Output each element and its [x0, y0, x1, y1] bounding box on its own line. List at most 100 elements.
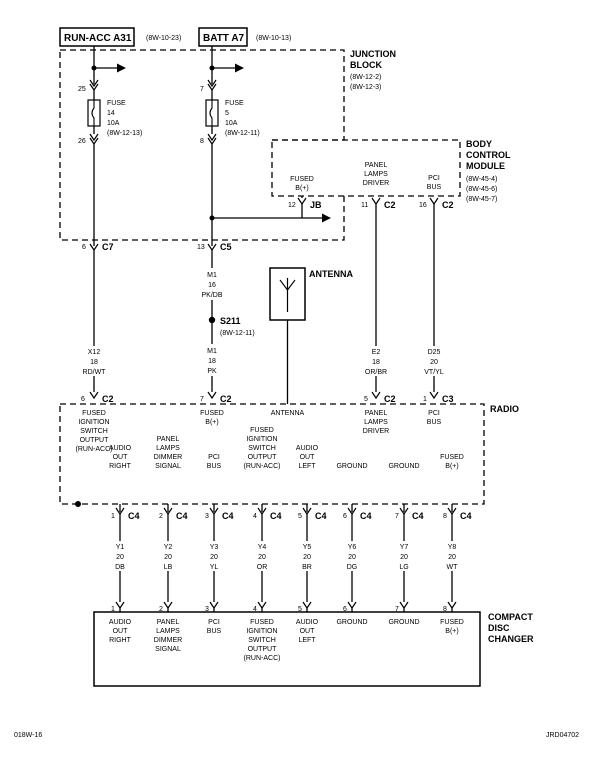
svg-text:Y1: Y1: [116, 544, 125, 551]
svg-text:C3: C3: [442, 394, 454, 404]
svg-text:18: 18: [208, 358, 216, 365]
svg-text:BUS: BUS: [427, 419, 442, 426]
svg-text:JB: JB: [310, 200, 322, 210]
svg-text:(RUN-ACC): (RUN-ACC): [76, 446, 113, 453]
svg-text:(8W-12-11): (8W-12-11): [220, 330, 255, 337]
footer-right-code: JRD04702: [546, 732, 579, 739]
svg-text:PANEL: PANEL: [157, 436, 180, 443]
svg-text:Y2: Y2: [164, 544, 173, 551]
cd-changer-label: COMPACT: [488, 612, 533, 622]
svg-text:(8W-12-11): (8W-12-11): [225, 130, 260, 137]
svg-text:DRIVER: DRIVER: [363, 180, 389, 187]
splice-s211-dot: [208, 316, 216, 324]
fuse-14-circuit: 25 FUSE 14 10A (8W-12-13) 26: [78, 46, 142, 246]
svg-text:LAMPS: LAMPS: [156, 445, 180, 452]
svg-text:4: 4: [253, 513, 257, 520]
radio-pin-c2-5: 5 C2 PANEL LAMPS DRIVER: [363, 391, 396, 435]
svg-text:B(+): B(+): [445, 463, 458, 470]
svg-text:C4: C4: [460, 511, 472, 521]
svg-text:LEFT: LEFT: [298, 463, 316, 470]
svg-text:PCI: PCI: [428, 175, 440, 182]
svg-text:5: 5: [298, 606, 302, 613]
svg-text:FUSED: FUSED: [440, 454, 464, 461]
source-batt: BATT A7 (8W-10-13): [198, 27, 291, 47]
svg-text:7: 7: [395, 606, 399, 613]
radio-antenna-input: ANTENNA: [271, 410, 305, 417]
svg-text:PANEL: PANEL: [365, 162, 388, 169]
svg-text:C4: C4: [222, 511, 234, 521]
svg-text:(8W-10-13): (8W-10-13): [256, 35, 291, 42]
svg-text:OR: OR: [257, 564, 268, 571]
svg-text:RD/WT: RD/WT: [83, 369, 107, 376]
svg-text:11: 11: [361, 202, 368, 209]
svg-text:C4: C4: [176, 511, 188, 521]
svg-text:PK: PK: [207, 368, 217, 375]
svg-text:LEFT: LEFT: [298, 637, 316, 644]
svg-text:7: 7: [395, 513, 399, 520]
svg-text:B(+): B(+): [205, 419, 218, 426]
svg-text:OUT: OUT: [113, 628, 129, 635]
svg-text:16: 16: [419, 202, 427, 209]
svg-text:C4: C4: [412, 511, 424, 521]
svg-text:SIGNAL: SIGNAL: [155, 463, 181, 470]
svg-text:AUDIO: AUDIO: [296, 445, 319, 452]
radio-label: RADIO: [490, 404, 519, 414]
svg-text:PCI: PCI: [428, 410, 440, 417]
svg-text:10A: 10A: [225, 120, 238, 127]
svg-text:6: 6: [343, 513, 347, 520]
svg-text:C2: C2: [442, 200, 454, 210]
wire-m1: M1 16 PK/DB S211 (8W-12-11) M1 18 PK: [198, 250, 255, 392]
svg-text:OUT: OUT: [300, 454, 316, 461]
svg-text:C2: C2: [384, 394, 396, 404]
connector-c5: 13 C5: [197, 242, 232, 252]
svg-text:IGNITION: IGNITION: [246, 628, 277, 635]
svg-text:(8W-45-6): (8W-45-6): [466, 186, 497, 193]
connector-c7: 6 C7: [82, 242, 114, 252]
svg-text:DISC: DISC: [488, 623, 510, 633]
svg-text:GROUND: GROUND: [336, 463, 367, 470]
ground-icon: [75, 501, 81, 507]
svg-text:PK/DB: PK/DB: [201, 292, 222, 299]
svg-text:3: 3: [205, 513, 209, 520]
svg-text:LG: LG: [399, 564, 408, 571]
svg-text:Y5: Y5: [303, 544, 312, 551]
svg-text:13: 13: [197, 244, 205, 251]
junction-block-label: JUNCTION: [350, 49, 396, 59]
svg-text:BUS: BUS: [207, 463, 222, 470]
svg-text:20: 20: [430, 359, 438, 366]
svg-text:(8W-12-2): (8W-12-2): [350, 74, 381, 81]
svg-text:OUT: OUT: [300, 628, 316, 635]
svg-text:Y8: Y8: [448, 544, 457, 551]
footer-left-code: 018W-16: [14, 732, 42, 739]
svg-text:YL: YL: [210, 564, 219, 571]
svg-text:3: 3: [205, 606, 209, 613]
svg-text:12: 12: [288, 202, 296, 209]
svg-text:5: 5: [225, 110, 229, 117]
svg-text:IGNITION: IGNITION: [78, 419, 109, 426]
svg-text:Y6: Y6: [348, 544, 357, 551]
svg-text:BR: BR: [302, 564, 312, 571]
wire-e2: E2 18 OR/BR: [362, 346, 390, 376]
svg-text:20: 20: [448, 554, 456, 561]
svg-text:X12: X12: [88, 349, 101, 356]
svg-text:E2: E2: [372, 349, 381, 356]
svg-text:D25: D25: [428, 349, 441, 356]
svg-text:7: 7: [200, 86, 204, 93]
svg-text:18: 18: [372, 359, 380, 366]
svg-text:(8W-45-4): (8W-45-4): [466, 176, 497, 183]
svg-text:M1: M1: [207, 348, 217, 355]
svg-text:5: 5: [298, 513, 302, 520]
svg-text:DIMMER: DIMMER: [154, 637, 182, 644]
svg-text:(RUN-ACC): (RUN-ACC): [244, 655, 281, 662]
svg-text:(8W-12-13): (8W-12-13): [107, 130, 142, 137]
svg-text:MODULE: MODULE: [466, 161, 505, 171]
svg-text:C2: C2: [102, 394, 114, 404]
svg-text:C2: C2: [220, 394, 232, 404]
fuse-5-circuit: 7 FUSE 5 10A (8W-12-11) 8: [200, 46, 331, 246]
